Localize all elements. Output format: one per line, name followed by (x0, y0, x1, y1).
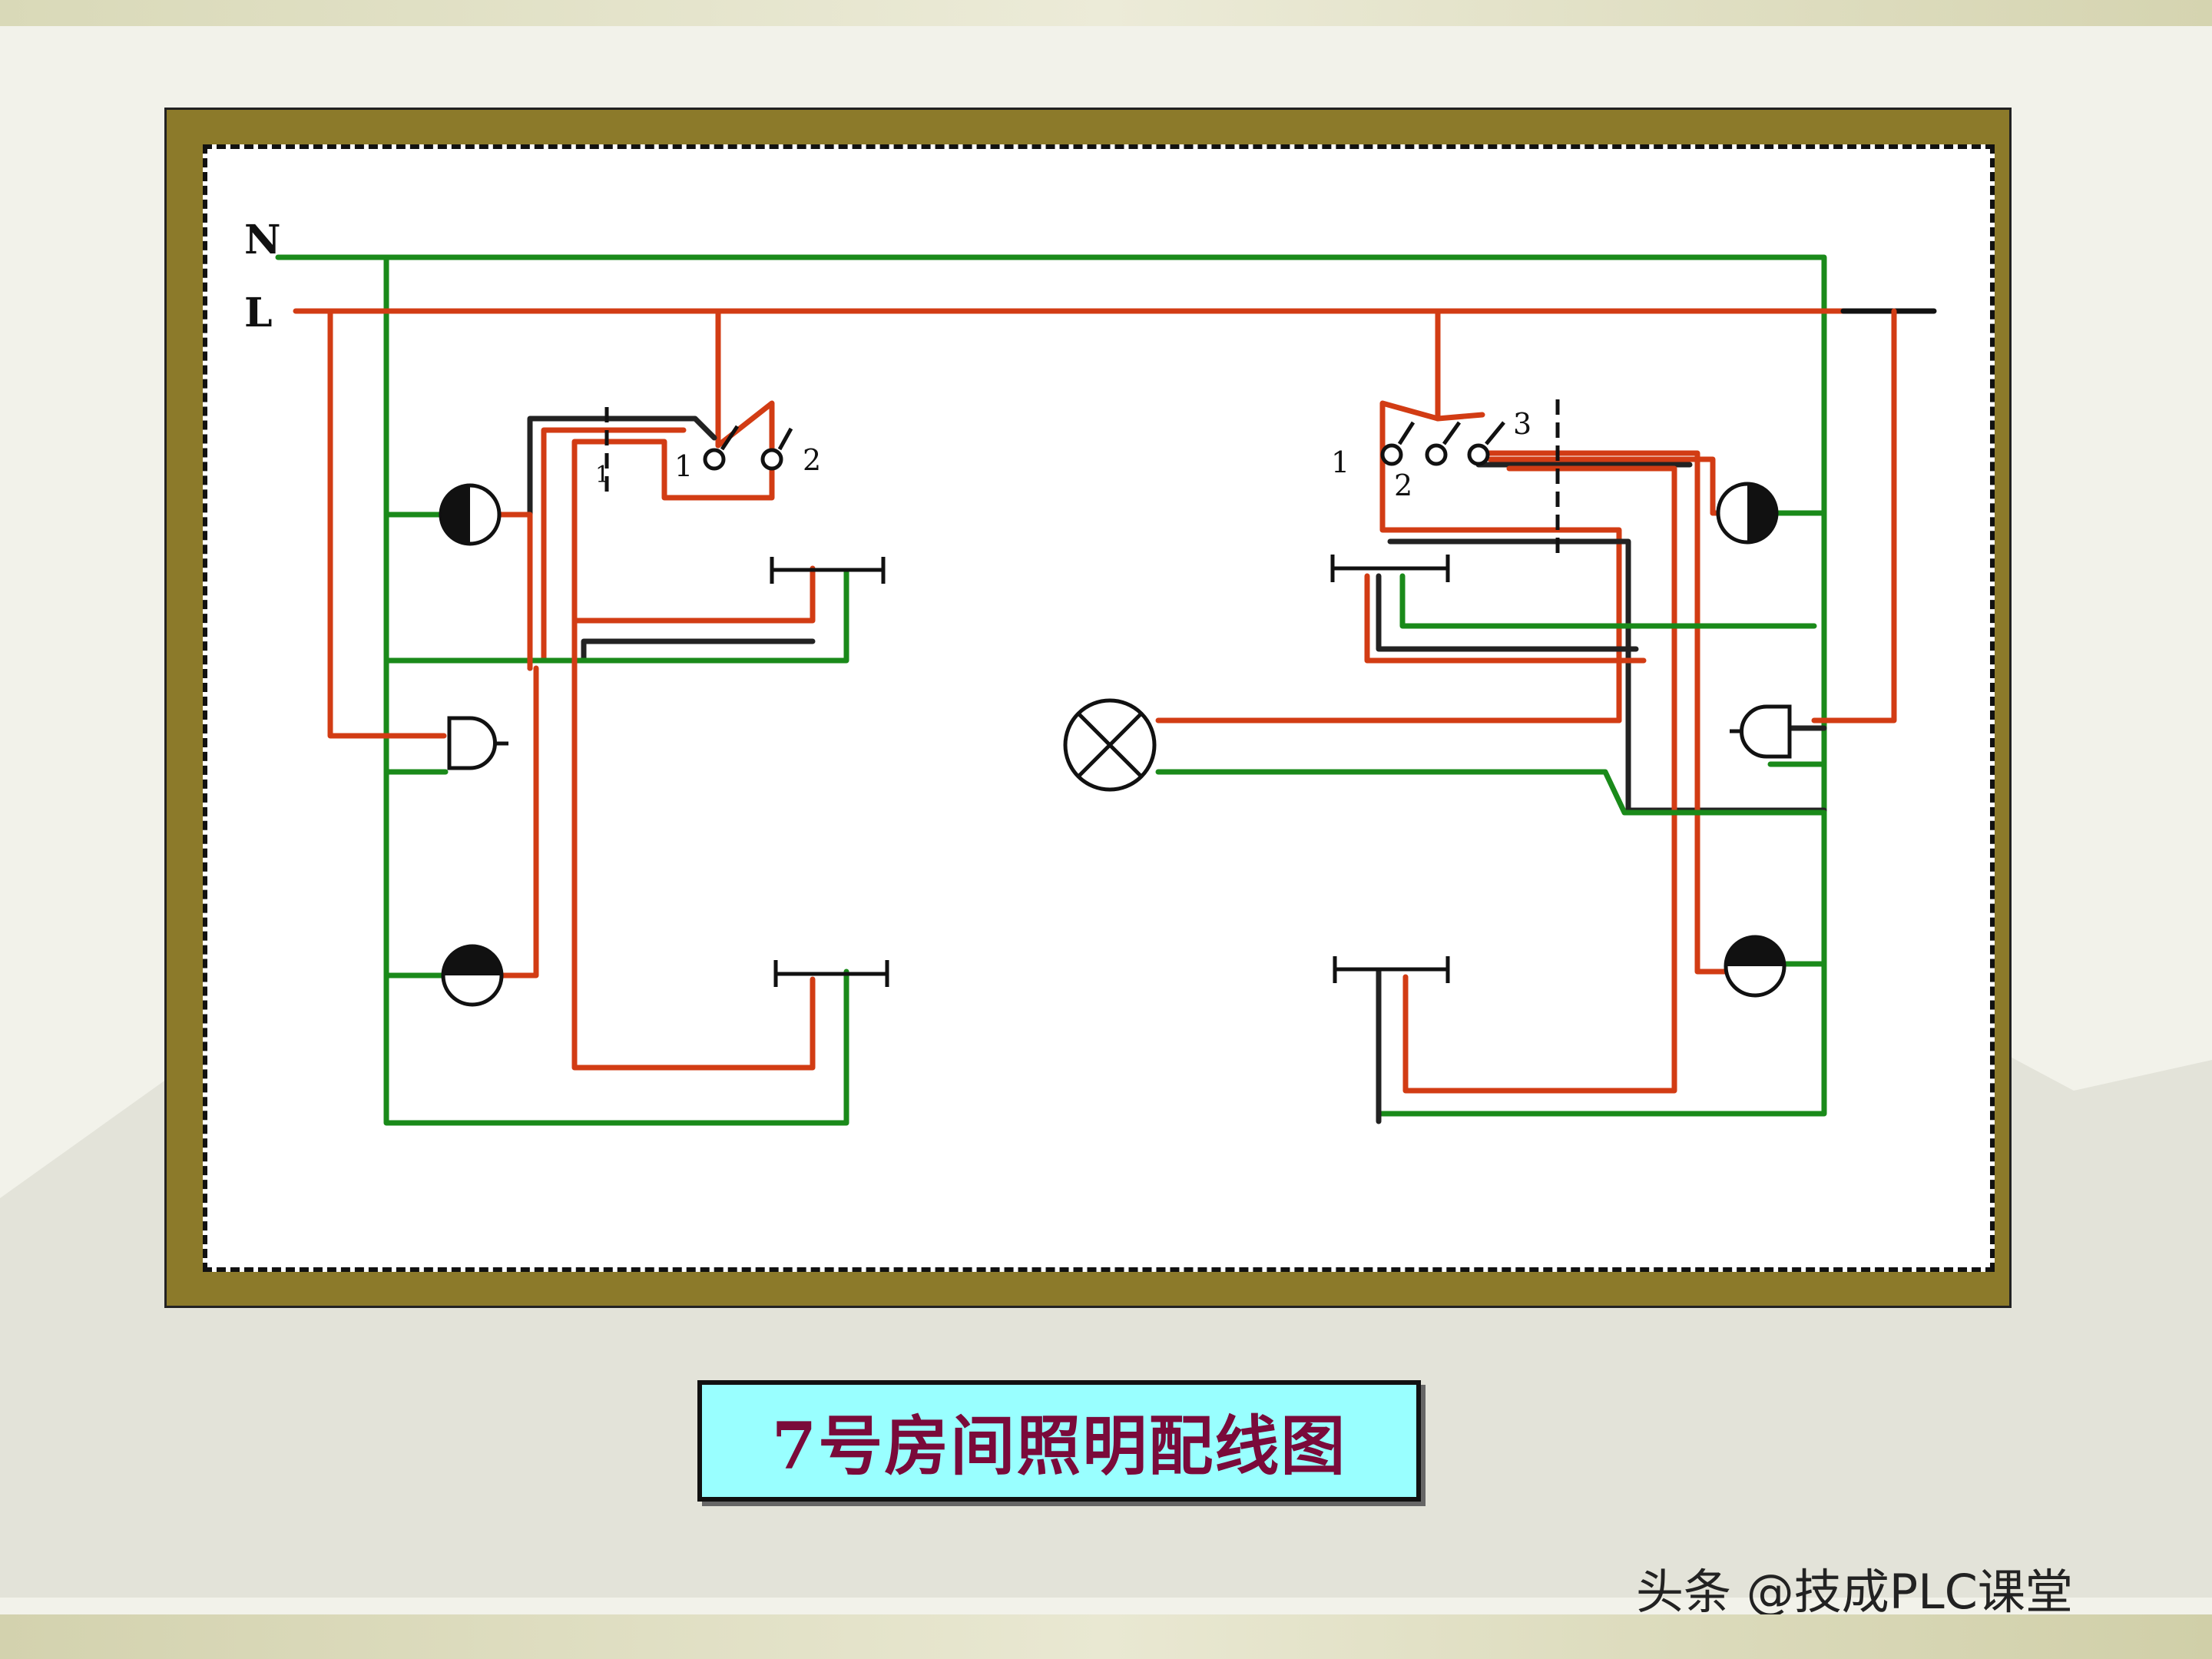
outlet-upper-right (1330, 555, 1450, 582)
outlet-lower-right (1333, 956, 1450, 983)
lamp-lower-left (441, 944, 504, 1007)
ceiling-lamp (1063, 698, 1157, 792)
left-switch-contact-1: 1 (674, 449, 693, 483)
outlet-lower-left (773, 960, 889, 987)
left-neutral-drop (383, 254, 849, 1126)
caption-box: 7号房间照明配线图 (697, 1380, 1421, 1502)
left-switch-mark: 1 (595, 462, 610, 488)
left-switch-contact-2: 2 (803, 443, 821, 477)
caption-title: 7号房间照明配线图 (771, 1407, 1347, 1484)
socket-right (1730, 704, 1792, 759)
outlet-upper-left (770, 557, 886, 584)
watermark: 头条 @技成PLC课堂 (1636, 1564, 2073, 1620)
top-decorative-band (0, 0, 2212, 26)
right-switch-contact-3: 3 (1513, 407, 1532, 441)
lamp-lower-right (1724, 935, 1786, 998)
line-label: L (244, 290, 273, 336)
right-switch-contact-1: 1 (1331, 445, 1349, 479)
right-switch-contact-2: 2 (1394, 469, 1412, 502)
neutral-label: N (244, 217, 281, 263)
neutral-bus (275, 254, 1827, 1109)
bottom-decorative-band (0, 1614, 2212, 1659)
lamp-upper-right (1716, 482, 1779, 545)
right-live-drop (1811, 308, 1897, 724)
socket-left (447, 716, 508, 770)
lamp-upper-left (439, 483, 502, 546)
left-live-drop (327, 308, 447, 739)
